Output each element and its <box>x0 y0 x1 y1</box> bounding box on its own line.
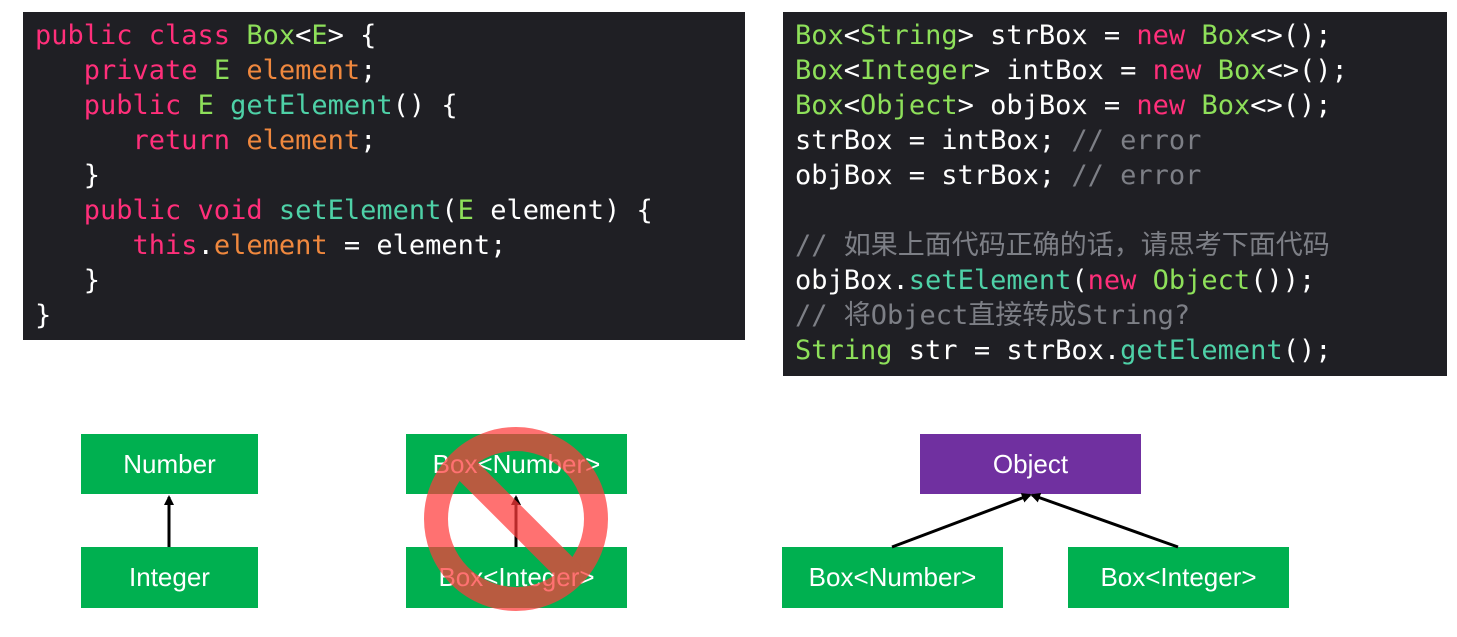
code-left-line: private E element; <box>35 53 745 88</box>
code-token: < <box>843 20 861 51</box>
code-token: Integer <box>860 55 974 86</box>
code-token: // error <box>1071 160 1202 191</box>
code-token: <>(); <box>1250 90 1332 121</box>
code-token: strBox = intBox; <box>795 125 1072 156</box>
code-token: element) { <box>490 195 653 226</box>
code-token: (); <box>1282 335 1332 366</box>
code-token: this <box>35 230 198 261</box>
code-token: } <box>35 300 52 331</box>
code-left-line: } <box>35 298 745 333</box>
code-left-line: } <box>35 158 745 193</box>
code-token: < <box>295 20 312 51</box>
code-token: return <box>35 125 247 156</box>
code-token: new <box>1136 90 1202 121</box>
box-integer-to-object-arrow <box>1030 492 1179 549</box>
code-token: public void <box>35 195 279 226</box>
code-token: < <box>843 90 861 121</box>
code-token: E <box>213 55 247 86</box>
object-box: Object <box>920 434 1141 494</box>
code-token: E <box>197 90 231 121</box>
code-token: str = strBox. <box>908 335 1121 366</box>
code-token: element <box>213 230 328 261</box>
integer-box: Integer <box>81 547 258 608</box>
code-token: Object <box>860 90 958 121</box>
code-left-line: public void setElement(E element) { <box>35 193 745 228</box>
code-token: String <box>795 335 909 366</box>
code-token: ; <box>360 55 377 86</box>
code-token: setElement <box>908 265 1072 296</box>
code-token: } <box>35 265 101 296</box>
code-left-line: public class Box<E> { <box>35 18 745 53</box>
box-number-to-object-arrow <box>891 493 1032 549</box>
code-right-line: String str = strBox.getElement(); <box>795 333 1447 368</box>
code-token: Box <box>246 20 296 51</box>
code-right-line: Box<Integer> intBox = new Box<>(); <box>795 53 1447 88</box>
code-token: = element; <box>327 230 507 261</box>
code-token: Box <box>1201 20 1251 51</box>
box-number-subtype-box: Box<Number> <box>782 547 1003 608</box>
code-token: new <box>1136 20 1202 51</box>
code-token: new <box>1152 55 1218 86</box>
code-token: public class <box>35 20 247 51</box>
code-token: setElement <box>278 195 442 226</box>
code-token: Box <box>1217 55 1267 86</box>
code-token: <>(); <box>1266 55 1348 86</box>
code-right-line: objBox.setElement(new Object()); <box>795 263 1447 298</box>
code-left-line: return element; <box>35 123 745 158</box>
code-token: ()); <box>1250 265 1316 296</box>
code-token: > { <box>327 20 377 51</box>
code-token: E <box>311 20 328 51</box>
number-box: Number <box>81 434 258 494</box>
code-token: ( <box>441 195 458 226</box>
code-token: Box <box>795 20 844 51</box>
code-token: ; <box>360 125 377 156</box>
code-token: () { <box>392 90 458 121</box>
code-token: // 将Object直接转成String? <box>795 300 1191 331</box>
code-token: objBox = strBox; <box>795 160 1072 191</box>
code-token: <>(); <box>1250 20 1332 51</box>
code-token: public <box>35 90 198 121</box>
no-entry-icon <box>424 427 608 611</box>
code-token: Box <box>795 55 844 86</box>
code-right-line: // 将Object直接转成String? <box>795 298 1447 333</box>
code-token: new <box>1087 265 1153 296</box>
code-token: ( <box>1071 265 1088 296</box>
code-token: E <box>457 195 491 226</box>
code-token: // 如果上面代码正确的话，请思考下面代码 <box>795 230 1330 261</box>
code-token: . <box>197 230 214 261</box>
code-left-line: } <box>35 263 745 298</box>
code-token: Box <box>1201 90 1251 121</box>
code-token: > strBox = <box>957 20 1137 51</box>
code-right-line: objBox = strBox; // error <box>795 158 1447 193</box>
code-right-line: Box<String> strBox = new Box<>(); <box>795 18 1447 53</box>
code-right-line: // 如果上面代码正确的话，请思考下面代码 <box>795 228 1447 263</box>
code-token: // error <box>1071 125 1202 156</box>
code-token: objBox. <box>795 265 909 296</box>
generic-class-code-block: public class Box<E> { private E element;… <box>23 12 745 340</box>
generic-assignment-code-block: Box<String> strBox = new Box<>();Box<Int… <box>783 12 1447 376</box>
code-token: private <box>35 55 214 86</box>
code-token: < <box>843 55 861 86</box>
code-left-line: this.element = element; <box>35 228 745 263</box>
code-token: element <box>246 125 361 156</box>
code-token: getElement <box>230 90 393 121</box>
code-token: Box <box>795 90 844 121</box>
code-token: Object <box>1152 265 1251 296</box>
code-token: getElement <box>1120 335 1283 366</box>
code-left-line: public E getElement() { <box>35 88 745 123</box>
code-right-line: strBox = intBox; // error <box>795 123 1447 158</box>
code-token: > intBox = <box>973 55 1153 86</box>
code-token: String <box>860 20 958 51</box>
code-token: element <box>246 55 361 86</box>
box-integer-subtype-box: Box<Integer> <box>1068 547 1289 608</box>
code-token: > objBox = <box>957 90 1137 121</box>
code-right-line: Box<Object> objBox = new Box<>(); <box>795 88 1447 123</box>
code-token: } <box>35 160 101 191</box>
